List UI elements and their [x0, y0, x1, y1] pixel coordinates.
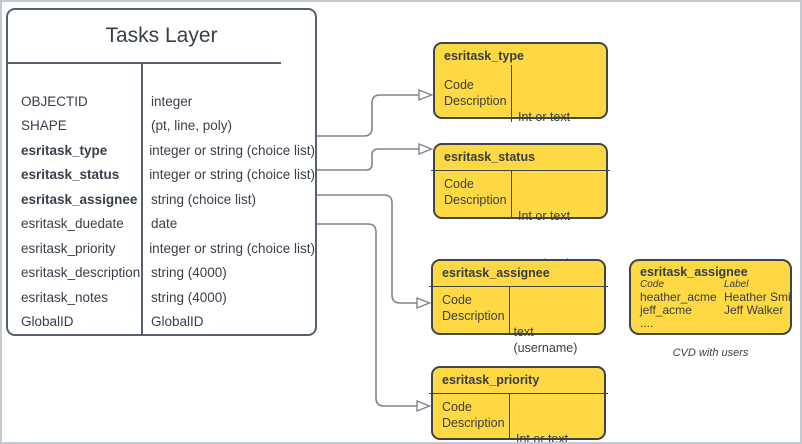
code-type: text (username)	[513, 325, 578, 355]
field-name: OBJECTID	[21, 93, 88, 109]
domain-box-esritask-assignee[interactable]: esritask_assignee Code Description text …	[429, 259, 608, 403]
cvd-row-label: Heather Smith	[724, 290, 791, 304]
field-name: esritask_status	[21, 167, 120, 183]
cvd-box-title: esritask_assignee	[640, 265, 748, 279]
field-row-esritask-status: esritask_status integer or string (choice…	[8, 163, 315, 188]
field-type: string (choice list)	[151, 191, 257, 207]
code-type: Int or text	[518, 110, 571, 124]
cell-divider-line	[509, 393, 510, 438]
description-label: Description	[442, 416, 505, 430]
field-name: SHAPE	[21, 118, 67, 134]
cvd-row-label: Jeff Walker	[724, 303, 784, 317]
cvd-row-code: jeff_acme	[640, 303, 692, 317]
arrowhead-esritask-priority	[416, 399, 432, 413]
field-name: esritask_priority	[21, 240, 116, 256]
domain-box-title: esritask_type	[444, 49, 524, 63]
field-row-esritask-notes: esritask_notes string (4000)	[8, 285, 315, 310]
field-row-globalid: GlobalID GlobalID	[8, 310, 315, 335]
edge-esritask-priority	[317, 223, 417, 407]
code-type: Int or text	[518, 209, 571, 223]
field-row-shape: SHAPE (pt, line, poly)	[8, 114, 315, 139]
arrowhead-esritask-status	[418, 142, 434, 156]
cvd-row-code: heather_acme	[640, 290, 717, 304]
domain-box-esritask-status[interactable]: esritask_status Code Description Int or …	[431, 143, 610, 271]
code-description-cell: Code Description	[442, 399, 509, 442]
cvd-col-header-label: Label	[724, 279, 749, 290]
cvd-row-code: ....	[640, 316, 654, 330]
field-name: GlobalID	[21, 314, 74, 330]
edge-esritask-assignee	[317, 194, 417, 304]
field-row-esritask-description: esritask_description string (4000)	[8, 261, 315, 286]
code-type: Int or text	[516, 432, 569, 444]
field-row-esritask-duedate: esritask_duedate date	[8, 212, 315, 237]
field-name: esritask_assignee	[21, 191, 138, 207]
cvd-row-label	[724, 317, 790, 330]
description-label: Description	[444, 94, 507, 108]
domain-box-cells: Code Description Int or text text (255)	[442, 399, 601, 444]
cvd-col-header-code: Code	[640, 279, 664, 290]
description-label: Description	[442, 309, 505, 323]
code-description-cell: Code Description	[444, 77, 511, 205]
field-row-esritask-assignee: esritask_assignee string (choice list)	[8, 187, 315, 212]
field-name: esritask_type	[21, 142, 108, 158]
field-type: date	[151, 216, 178, 232]
field-type: string (4000)	[151, 265, 227, 281]
code-label: Code	[442, 400, 472, 414]
header-divider-line	[431, 170, 610, 171]
field-name: esritask_duedate	[21, 216, 124, 232]
domain-box-title: esritask_priority	[442, 373, 540, 387]
arrowhead-esritask-type	[418, 88, 434, 102]
field-name: esritask_notes	[21, 289, 109, 305]
field-row-esritask-priority: esritask_priority integer or string (choi…	[8, 236, 315, 261]
edge-esritask-type	[317, 94, 419, 137]
description-label: Description	[444, 193, 507, 207]
field-row-objectid: OBJECTID integer	[8, 89, 315, 114]
field-rows: OBJECTID integer SHAPE (pt, line, poly) es…	[8, 89, 315, 334]
cvd-users-box[interactable]: esritask_assignee Code Label heather_acm…	[629, 259, 792, 335]
domain-box-esritask-type[interactable]: esritask_type Code Description Int or te…	[433, 42, 608, 172]
tasks-layer-node[interactable]: Tasks Layer OBJECTID integer SHAPE (pt, li…	[6, 8, 317, 336]
field-name: esritask_description	[21, 265, 141, 281]
field-type: (pt, line, poly)	[151, 118, 233, 134]
header-divider-line	[429, 393, 608, 394]
field-types-cell: Int or text text (255)	[509, 399, 569, 444]
code-description-cell: Code Description	[444, 176, 511, 304]
cell-divider-line	[509, 286, 510, 333]
domain-box-title: esritask_status	[444, 150, 536, 164]
edge-esritask-status	[317, 148, 419, 171]
code-label: Code	[442, 293, 472, 307]
tasks-layer-title: Tasks Layer	[105, 24, 218, 47]
arrowhead-esritask-assignee	[416, 296, 432, 310]
code-label: Code	[444, 177, 474, 191]
domain-box-esritask-priority[interactable]: esritask_priority Code Description Int o…	[429, 366, 608, 442]
field-type: string (4000)	[151, 289, 227, 305]
cell-divider-line	[511, 170, 512, 217]
column-divider-line	[141, 62, 143, 334]
title-divider-line	[7, 62, 281, 64]
code-label: Code	[444, 78, 474, 92]
cvd-caption: CVD with users	[672, 347, 749, 359]
field-type: integer	[151, 93, 193, 109]
field-type: integer or string (choice list)	[149, 167, 315, 183]
cell-divider-line	[511, 65, 512, 122]
field-type: integer or string (choice list)	[149, 142, 315, 158]
field-type: integer or string (choice list)	[149, 240, 315, 256]
header-divider-line	[429, 286, 608, 287]
code-description-cell: Code Description	[442, 292, 506, 436]
field-type: GlobalID	[151, 314, 204, 330]
cvd-grid: Code Label heather_acme Heather Smith je…	[640, 279, 790, 330]
field-row-esritask-type: esritask_type integer or string (choice l…	[8, 138, 315, 163]
domain-box-title: esritask_assignee	[442, 266, 550, 280]
